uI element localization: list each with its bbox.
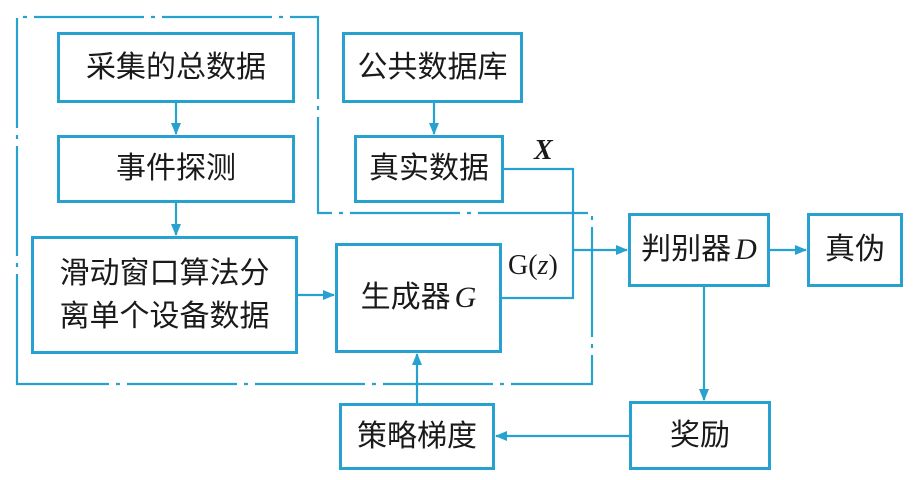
discriminator-symbol: D: [735, 233, 757, 267]
collected-data-box: 采集的总数据: [57, 32, 295, 103]
true-false-label: 真伪: [825, 232, 885, 268]
generator-label: 生成器: [360, 280, 451, 316]
line-generator-gz: [502, 250, 575, 300]
reward-label: 奖励: [670, 417, 730, 453]
gz-suffix: ): [548, 250, 558, 281]
gz-label: G(z): [508, 250, 558, 282]
discriminator-box: 判别器 D: [628, 213, 770, 287]
gz-prefix: G(: [508, 250, 538, 281]
sliding-window-label-line2: 离单个设备数据: [59, 299, 270, 334]
true-false-box: 真伪: [807, 213, 903, 287]
discriminator-label: 判别器: [641, 232, 732, 268]
policy-gradient-box: 策略梯度: [339, 403, 495, 470]
real-data-box: 真实数据: [354, 135, 504, 203]
sliding-window-box: 滑动窗口算法分 离单个设备数据: [31, 236, 298, 354]
sliding-window-label-line1: 滑动窗口算法分: [59, 255, 270, 291]
gz-variable: z: [537, 250, 549, 281]
policy-gradient-label: 策略梯度: [357, 418, 477, 454]
outer-frame-line: [15, 15, 594, 386]
line-real-data-x: [504, 167, 575, 250]
real-data-label: 真实数据: [369, 151, 489, 187]
event-detection-box: 事件探测: [57, 135, 295, 203]
x-label: X: [534, 135, 553, 166]
generator-symbol: G: [454, 281, 477, 315]
collected-data-label: 采集的总数据: [86, 49, 266, 85]
event-detection-label: 事件探测: [116, 151, 236, 187]
public-database-box: 公共数据库: [342, 32, 523, 103]
generator-box: 生成器 G: [335, 243, 502, 353]
public-database-label: 公共数据库: [357, 49, 508, 85]
reward-box: 奖励: [629, 401, 771, 470]
